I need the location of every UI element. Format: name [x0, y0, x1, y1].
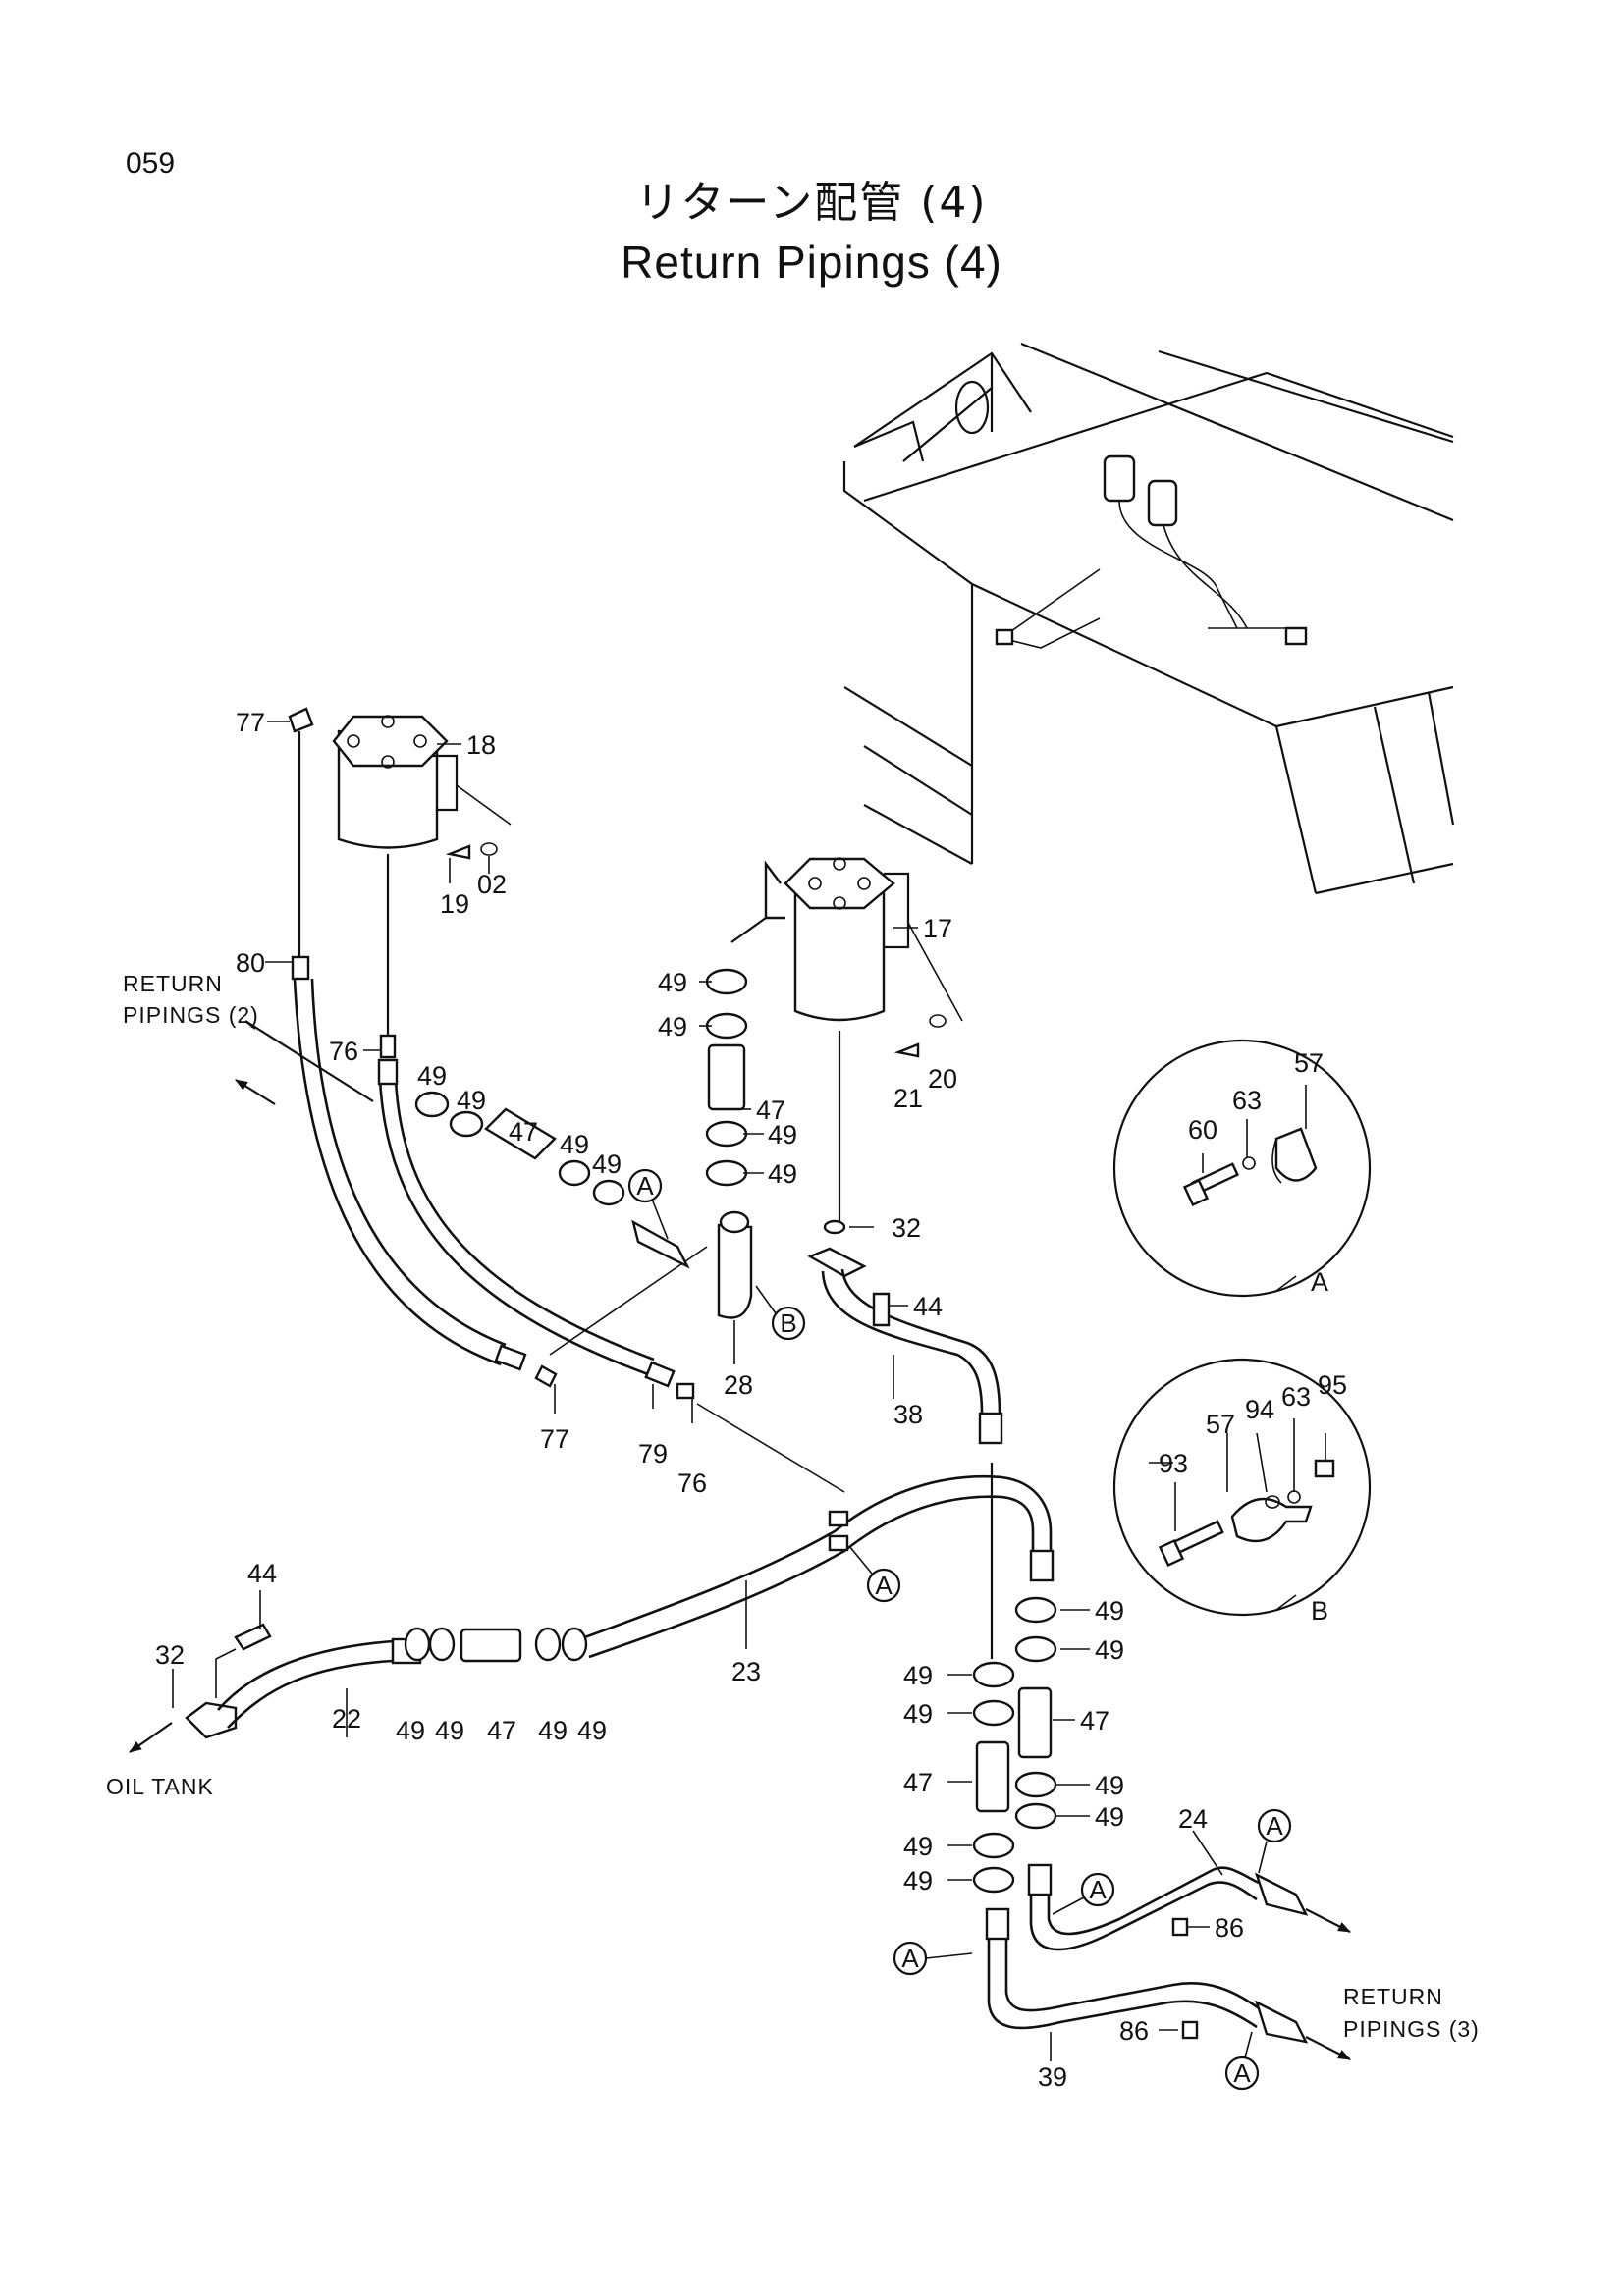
part-label: 93 — [1159, 1449, 1188, 1478]
part-label: 32 — [892, 1213, 921, 1243]
part-label: 17 — [923, 914, 952, 943]
detail-b-caption: B — [1311, 1596, 1328, 1626]
part-label: 49 — [396, 1716, 425, 1745]
part-label: 94 — [1245, 1395, 1274, 1424]
pipe-23 — [578, 1475, 1055, 1659]
part-label: 18 — [466, 730, 496, 760]
part-label: 49 — [538, 1716, 568, 1745]
clamps-lower-right — [972, 1596, 1057, 1894]
part-label: 38 — [893, 1400, 923, 1429]
part-label: 49 — [658, 968, 687, 997]
part-label: 49 — [768, 1120, 797, 1149]
part-labels: 77 18 19 02 80 76 49 49 47 49 49 17 49 4… — [155, 708, 1347, 2092]
part-label: 49 — [768, 1159, 797, 1189]
part-label: 49 — [1095, 1596, 1124, 1626]
callout-a-5: A — [901, 1944, 919, 1973]
title-japanese: リターン配管 (4) — [635, 178, 988, 228]
part-label: 20 — [928, 1064, 957, 1094]
part-label: 57 — [1294, 1048, 1324, 1078]
part-label: 47 — [509, 1117, 538, 1147]
callout-a-1: A — [636, 1171, 654, 1201]
part-label: 49 — [903, 1699, 933, 1729]
detail-a-caption: A — [1311, 1267, 1328, 1297]
part-label: 49 — [903, 1832, 933, 1861]
part-label: 49 — [1095, 1771, 1124, 1800]
title-english: Return Pipings (4) — [621, 237, 1002, 288]
part-label: 86 — [1119, 2016, 1149, 2046]
leader-lines — [129, 721, 1326, 2061]
callout-circles: A B A A A A A — [627, 1168, 1292, 2091]
part-label: 22 — [332, 1704, 361, 1734]
part-label: 60 — [1188, 1115, 1217, 1145]
part-label: 79 — [638, 1439, 668, 1468]
part-label: 63 — [1232, 1086, 1262, 1115]
callout-b-1: B — [780, 1308, 796, 1338]
callout-a-2: A — [875, 1571, 893, 1600]
note-oil-tank: OIL TANK — [106, 1774, 214, 1799]
callout-a-4: A — [1089, 1875, 1107, 1904]
notes: RETURN PIPINGS (2) OIL TANK RETURN PIPIN… — [106, 971, 1480, 2042]
part-label: 28 — [724, 1370, 753, 1400]
part-label: 47 — [1080, 1706, 1109, 1735]
part-label: 77 — [236, 708, 265, 737]
part-label: 49 — [417, 1061, 447, 1091]
page-number: 059 — [126, 147, 176, 180]
part-label: 49 — [457, 1086, 486, 1115]
part-label: 49 — [658, 1012, 687, 1041]
part-label: 49 — [560, 1130, 589, 1159]
hoses-upper-left — [288, 707, 845, 1493]
filter-17 — [730, 857, 963, 1222]
part-label: 21 — [893, 1084, 923, 1113]
part-label: 39 — [1038, 2062, 1067, 2092]
part-label: 49 — [577, 1716, 607, 1745]
part-label: 49 — [1095, 1802, 1124, 1832]
part-label: 23 — [731, 1657, 761, 1686]
note-return-pipings-3-line2: PIPINGS (3) — [1343, 2016, 1480, 2042]
callout-a-3: A — [1266, 1811, 1283, 1841]
part-label: 95 — [1318, 1370, 1347, 1400]
note-return-pipings-3-line1: RETURN — [1343, 1984, 1443, 2009]
part-label: 47 — [903, 1768, 933, 1797]
part-label: 63 — [1281, 1382, 1311, 1412]
part-label: 49 — [435, 1716, 464, 1745]
pipes-24-39 — [985, 1863, 1351, 2060]
part-label: 49 — [592, 1149, 622, 1179]
part-label: 86 — [1215, 1913, 1244, 1943]
part-label: 76 — [329, 1037, 358, 1066]
part-label: 19 — [440, 889, 469, 919]
part-label: 47 — [487, 1716, 516, 1745]
note-return-pipings-2-line2: PIPINGS (2) — [123, 1002, 259, 1028]
part-label: 47 — [756, 1095, 785, 1125]
part-label: 49 — [1095, 1635, 1124, 1665]
part-label: 44 — [913, 1292, 943, 1321]
pipe-22 — [185, 1623, 588, 1739]
pipe-38 — [807, 1247, 1003, 1659]
part-label: 44 — [247, 1559, 277, 1588]
part-label: 24 — [1178, 1804, 1208, 1834]
detail-view-a — [1112, 1039, 1372, 1298]
part-label: 49 — [903, 1661, 933, 1690]
filter-18 — [332, 715, 512, 1036]
part-label: 49 — [903, 1866, 933, 1896]
part-label: 32 — [155, 1640, 185, 1670]
note-return-pipings-2-line1: RETURN — [123, 971, 223, 996]
part-label: 77 — [540, 1424, 569, 1454]
machine-body-outline — [842, 342, 1455, 895]
part-label: 02 — [477, 870, 507, 899]
part-label: 80 — [236, 948, 265, 978]
callout-a-6: A — [1233, 2058, 1251, 2088]
part-label: 76 — [677, 1468, 707, 1498]
part-label: 57 — [1206, 1410, 1235, 1439]
